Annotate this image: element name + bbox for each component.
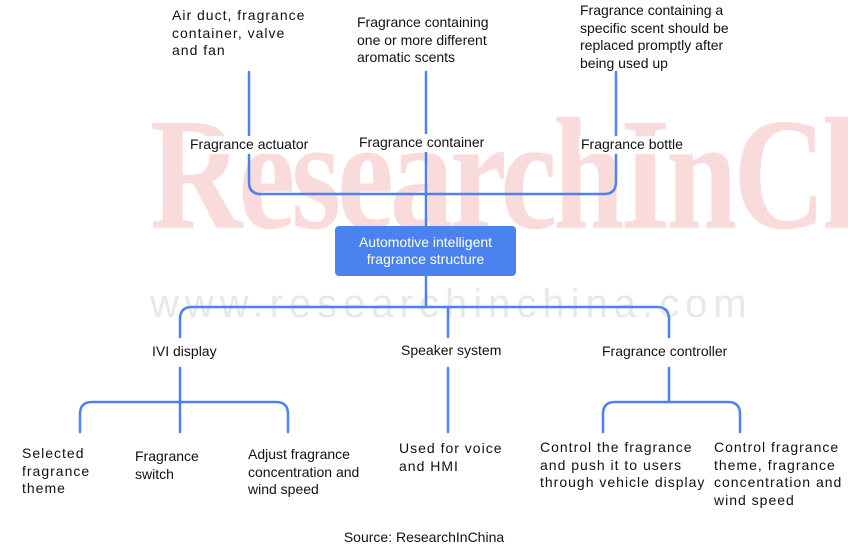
bottle-description: Fragrance containing a specific scent sh… [580,2,729,71]
label-speaker-system: Speaker system [399,342,504,360]
label-fragrance-container: Fragrance container [357,134,487,152]
label-fragrance-bottle: Fragrance bottle [579,136,685,154]
connector-ivi-branch [78,366,290,434]
connector-top-actuator [247,70,428,196]
connector-bottom-bus [178,305,671,339]
connector-controller-branch [601,366,742,434]
center-node: Automotive intelligent fragrance structu… [335,226,516,276]
leaf-control-push-display: Control the fragrance and push it to use… [540,439,706,490]
label-fragrance-actuator: Fragrance actuator [188,136,311,154]
leaf-selected-fragrance-theme: Selected fragrance theme [22,445,91,496]
container-description: Fragrance containing one or more differe… [357,14,489,65]
leaf-voice-hmi: Used for voice and HMI [399,440,503,474]
connector-top-bottle [424,70,618,196]
label-ivi-display: IVI display [150,343,219,361]
leaf-control-theme-concentration: Control fragrance theme, fragrance conce… [714,439,843,508]
actuator-description: Air duct, fragrance container, valve and… [172,7,306,58]
label-fragrance-controller: Fragrance controller [600,343,730,361]
source-caption: Source: ResearchInChina [343,529,505,545]
leaf-adjust-concentration: Adjust fragrance concentration and wind … [248,446,360,497]
leaf-fragrance-switch: Fragrance switch [135,448,199,482]
